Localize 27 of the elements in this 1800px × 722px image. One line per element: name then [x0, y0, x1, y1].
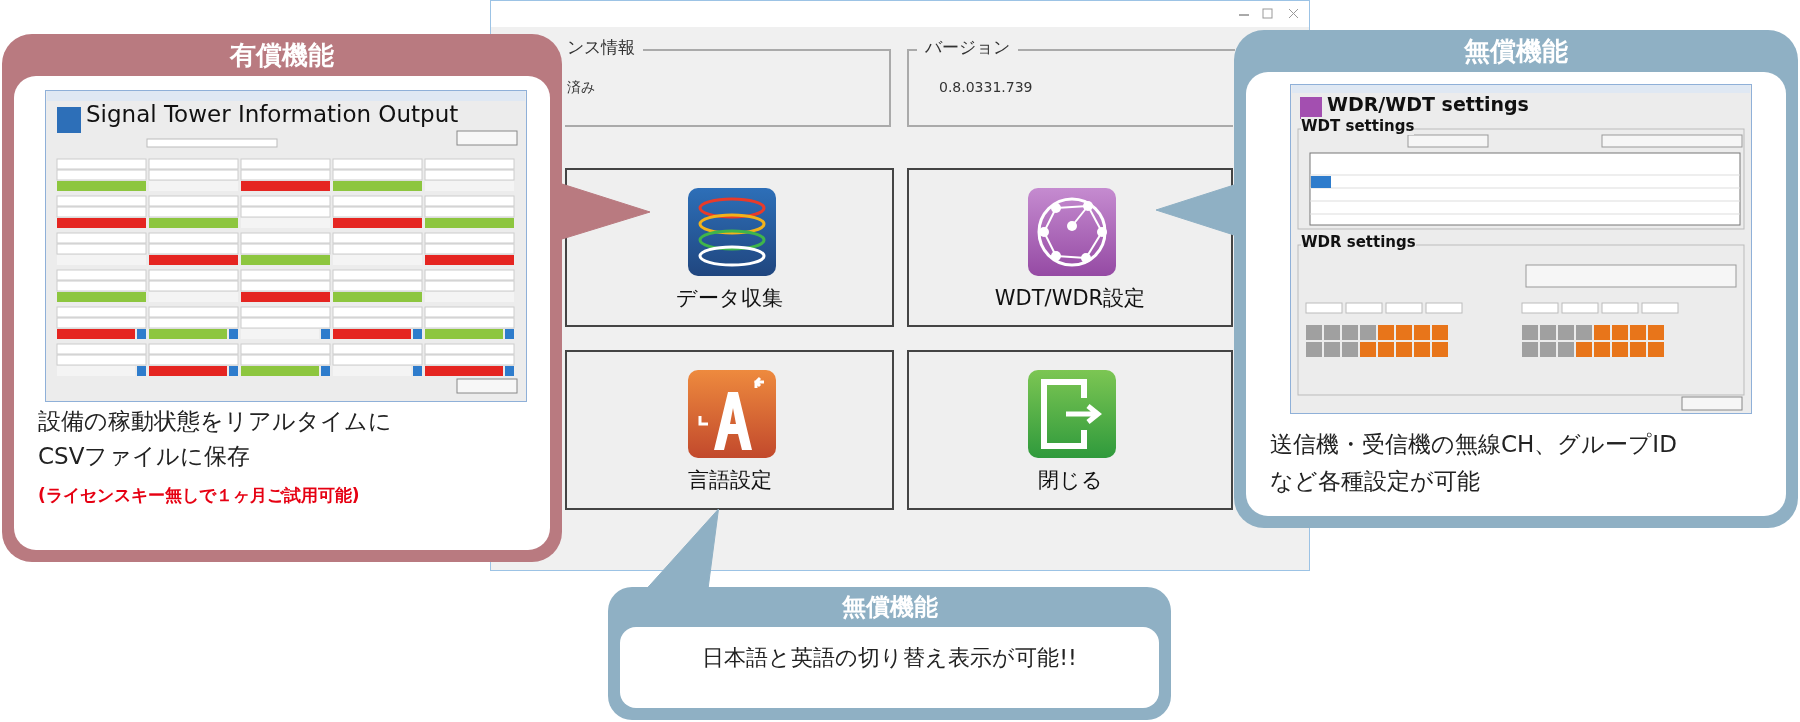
description-text: 送信機・受信機の無線CH、グループIDなど各種設定が可能: [1270, 430, 1678, 496]
callout-heading: 有償機能: [228, 39, 335, 72]
callout-pointer: [1155, 184, 1235, 236]
menu-button: [565, 350, 894, 510]
menu-button: [907, 168, 1233, 327]
section-heading: WDR settings: [1301, 233, 1416, 251]
callout-panel: [1234, 30, 1798, 528]
callout-pointer: [561, 183, 651, 240]
group-title: ンス情報: [565, 36, 643, 59]
section-heading: WDT settings: [1301, 117, 1415, 135]
description-text: 設備の稼動状態をリアルタイムにCSVファイルに保存: [38, 407, 393, 471]
callout-heading: 無償機能: [1463, 35, 1569, 68]
menu-button: [907, 350, 1233, 510]
callout-panel: [2, 34, 562, 562]
description-text: 日本語と英語の切り替え表示が可能!!: [701, 644, 1078, 672]
button-label: WDT/WDR設定: [993, 285, 1147, 312]
group-value: 0.8.0331.739: [939, 79, 1033, 95]
trial-note: (ライセンスキー無しで１ヶ月ご試用可能): [38, 484, 360, 507]
menu-button: [565, 168, 894, 327]
button-label: 言語設定: [686, 467, 773, 494]
button-label: 閉じる: [1036, 467, 1104, 494]
callout-pointer: [647, 508, 719, 588]
window-title: WDR/WDT settings: [1327, 93, 1529, 115]
callout-heading: 無償機能: [840, 592, 939, 623]
button-label: データ収集: [675, 285, 784, 312]
group-value: 済み: [567, 79, 595, 97]
window-title: Signal Tower Information Output: [86, 101, 459, 127]
